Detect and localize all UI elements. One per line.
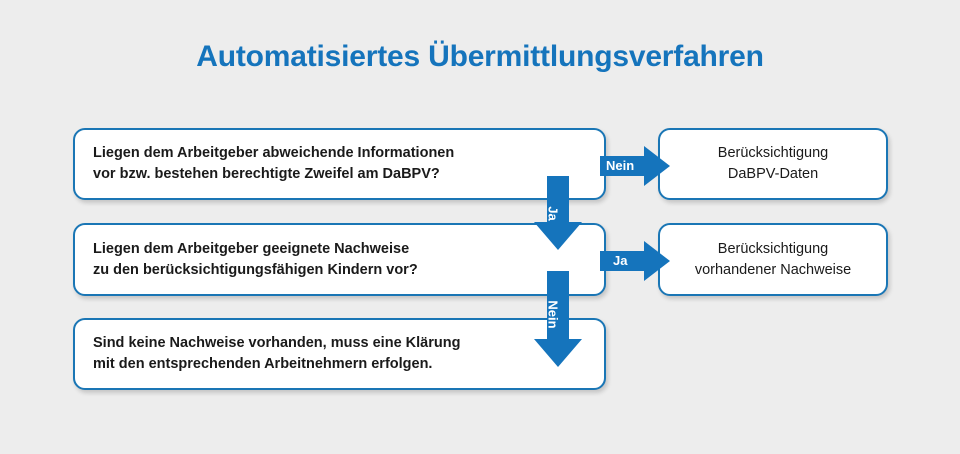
- flow-box-result-vorhandene-nachweise: Berücksichtigung vorhandener Nachweise: [658, 223, 888, 296]
- flow-box-text: Sind keine Nachweise vorhanden, muss ein…: [93, 335, 461, 372]
- flow-box-text: Berücksichtigung vorhandener Nachweise: [694, 240, 852, 278]
- arrow-down-ja-icon: Ja: [534, 176, 582, 250]
- flow-box-text: Berücksichtigung DaBPV-Daten: [717, 145, 829, 182]
- page-title: Automatisiertes Übermittlungsverfahren: [196, 40, 764, 73]
- arrow-right-ja-icon: Ja: [600, 241, 670, 281]
- flow-box-result-klaerung-arbeitnehmer: Sind keine Nachweise vorhanden, muss ein…: [73, 318, 606, 390]
- arrow-down-nein-icon: Nein: [534, 271, 582, 367]
- flow-box-question-nachweise-kinder: Liegen dem Arbeitgeber geeignete Nachwei…: [73, 223, 606, 296]
- flow-box-result-dabpv-daten: Berücksichtigung DaBPV-Daten: [658, 128, 888, 200]
- flow-box-question-dabpv-doubt: Liegen dem Arbeitgeber abweichende Infor…: [73, 128, 606, 200]
- flow-box-text: Liegen dem Arbeitgeber abweichende Infor…: [93, 145, 455, 182]
- flow-box-text: Liegen dem Arbeitgeber geeignete Nachwei…: [93, 240, 418, 278]
- arrow-right-nein-icon: Nein: [600, 146, 670, 186]
